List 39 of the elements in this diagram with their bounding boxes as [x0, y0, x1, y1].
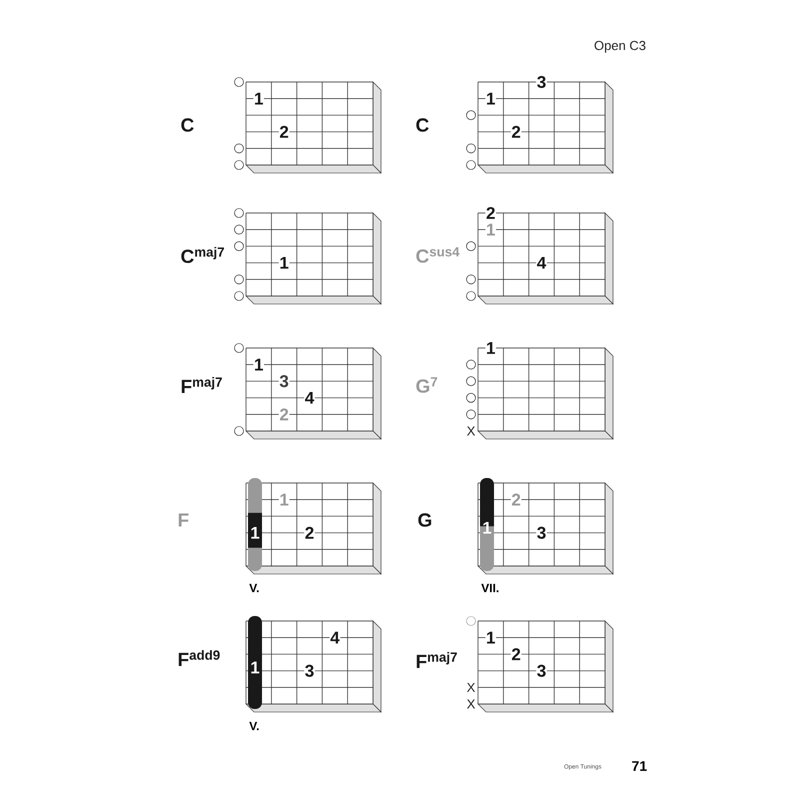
finger-number: 1: [485, 631, 496, 644]
chord-name: C: [416, 118, 429, 132]
finger-number: 1: [485, 92, 496, 106]
fret-position: V.: [249, 722, 259, 730]
page-number: 71: [632, 761, 647, 771]
finger-number: 4: [536, 256, 547, 270]
chord-name: F$^{add9}$: [178, 650, 220, 666]
finger-number: 1: [253, 358, 264, 372]
fret-position: VII.: [481, 584, 498, 592]
chord-name: G: [418, 513, 432, 527]
muted-string-mark: X: [466, 700, 476, 708]
finger-number: 3: [304, 664, 315, 678]
fret-position: V.: [249, 584, 259, 592]
finger-number: 2: [510, 648, 522, 661]
finger-number: 3: [536, 526, 547, 540]
finger-number: 1: [485, 342, 496, 354]
chord-name: C$^{sus4}$: [416, 247, 460, 263]
finger-number: 1: [485, 223, 496, 236]
finger-number: 4: [330, 631, 340, 644]
chord-name: C: [181, 118, 194, 132]
finger-number: 3: [278, 374, 290, 388]
finger-number: 2: [510, 493, 522, 506]
chord-name: F$^{maj7}$: [416, 652, 457, 668]
finger-number: 3: [536, 664, 547, 678]
chord-name: C$^{maj7}$: [181, 246, 224, 264]
chord-name: F: [178, 513, 188, 527]
finger-number: 1: [278, 493, 290, 506]
finger-number: 1: [251, 662, 260, 674]
chord-name: F$^{maj7}$: [182, 377, 222, 393]
page-heading: Open C3: [594, 40, 646, 53]
finger-number: 1: [253, 92, 264, 106]
finger-number: 3: [536, 75, 547, 89]
muted-string-mark: X: [466, 426, 476, 436]
finger-number: 4: [304, 391, 315, 404]
finger-number: 2: [304, 526, 315, 540]
finger-number: 2: [485, 206, 496, 220]
finger-number: 1: [251, 526, 260, 539]
chord-name: G$^{7}$: [416, 377, 438, 393]
muted-string-mark: X: [466, 682, 476, 692]
